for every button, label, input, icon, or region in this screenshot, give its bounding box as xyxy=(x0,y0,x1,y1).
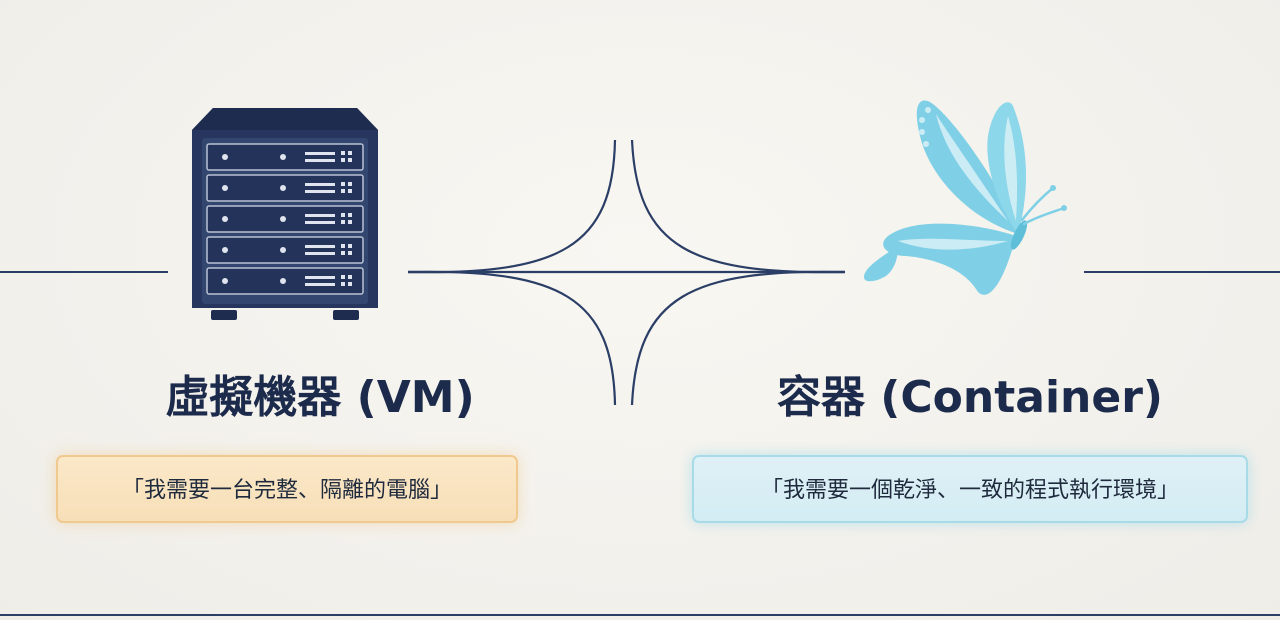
server-led xyxy=(222,185,228,191)
server-led xyxy=(280,216,286,222)
server-slot xyxy=(305,152,335,155)
server-led xyxy=(222,278,228,284)
server-port xyxy=(348,182,352,186)
server-slot xyxy=(305,252,335,255)
butterfly-icon xyxy=(863,100,1067,295)
server-slot xyxy=(305,214,335,217)
server-port xyxy=(341,275,345,279)
server-port xyxy=(348,220,352,224)
connector-line-right xyxy=(1084,271,1280,273)
server-slot xyxy=(305,221,335,224)
server-port xyxy=(341,251,345,255)
server-led xyxy=(280,278,286,284)
server-slot xyxy=(305,183,335,186)
server-slot xyxy=(305,159,335,162)
container-title: 容器 (Container) xyxy=(776,372,1164,423)
server-port xyxy=(341,151,345,155)
server-port xyxy=(341,282,345,286)
server-port xyxy=(341,220,345,224)
server-port xyxy=(341,213,345,217)
server-port xyxy=(341,189,345,193)
server-led xyxy=(222,216,228,222)
container-quote-box: 「我需要一個乾淨、一致的程式執行環境」 xyxy=(692,455,1248,523)
server-slot xyxy=(305,276,335,279)
server-rack-icon xyxy=(192,108,378,320)
server-port xyxy=(341,158,345,162)
connector-line-left xyxy=(0,271,168,273)
server-bays xyxy=(206,143,364,295)
connector-curves-icon xyxy=(407,139,846,406)
server-slot xyxy=(305,283,335,286)
vm-title: 虛擬機器 (VM) xyxy=(165,372,475,423)
server-slot xyxy=(305,245,335,248)
server-port xyxy=(341,244,345,248)
server-led xyxy=(222,247,228,253)
server-port xyxy=(348,244,352,248)
server-led xyxy=(280,247,286,253)
server-port xyxy=(348,282,352,286)
server-led xyxy=(280,185,286,191)
server-port xyxy=(348,275,352,279)
server-slot xyxy=(305,190,335,193)
server-port xyxy=(348,151,352,155)
server-port xyxy=(348,251,352,255)
server-led xyxy=(222,154,228,160)
server-port xyxy=(341,182,345,186)
server-port xyxy=(348,213,352,217)
vm-quote-box: 「我需要一台完整、隔離的電腦」 xyxy=(56,455,518,523)
server-port xyxy=(348,158,352,162)
bottom-divider xyxy=(0,614,1280,616)
server-led xyxy=(280,154,286,160)
server-port xyxy=(348,189,352,193)
